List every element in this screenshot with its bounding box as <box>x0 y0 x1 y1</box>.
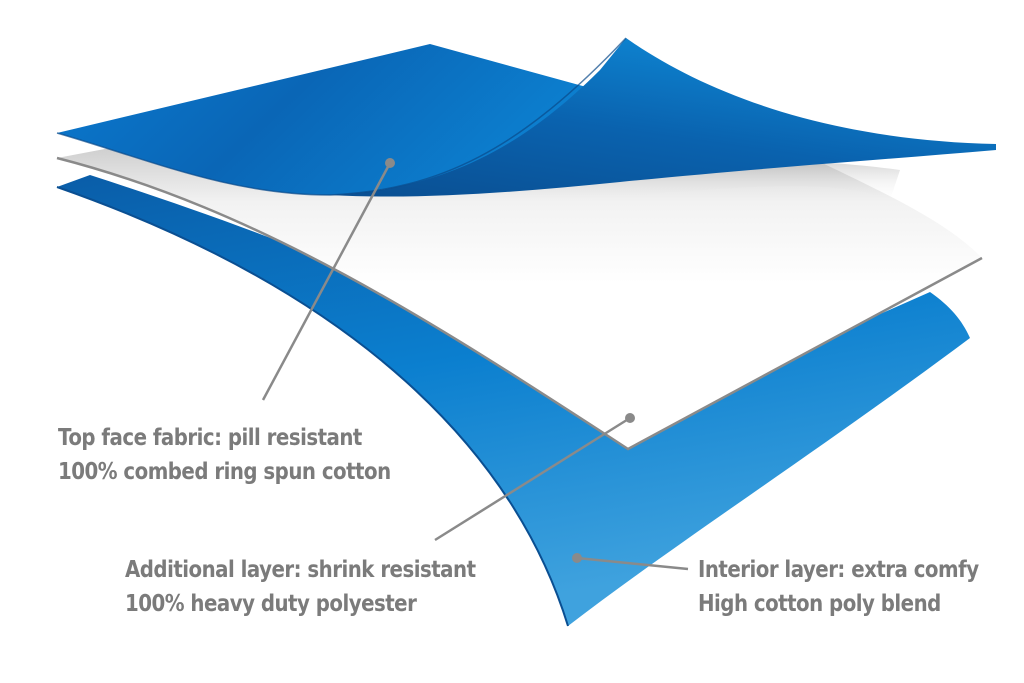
top-face-label-line1: Top face fabric: pill resistant <box>58 425 362 451</box>
additional-layer-label-line2: 100% heavy duty polyester <box>125 591 417 617</box>
top-face-label: Top face fabric: pill resistant 100% com… <box>58 421 391 489</box>
top-face-leader-line <box>261 162 392 401</box>
additional-layer-label-line1: Additional layer: shrink resistant <box>125 557 476 583</box>
additional-layer-label: Additional layer: shrink resistant 100% … <box>125 553 476 621</box>
top-face-edge <box>56 37 627 196</box>
interior-layer-label-line1: Interior layer: extra comfy <box>698 557 979 583</box>
top-face-anchor-dot <box>385 158 395 168</box>
additional-layer-anchor-dot <box>625 413 635 423</box>
interior-layer-label: Interior layer: extra comfy High cotton … <box>698 553 979 621</box>
top-face-label-line2: 100% combed ring spun cotton <box>58 459 391 485</box>
additional-layer-leader-line <box>434 416 631 542</box>
top-face-curl <box>330 38 996 197</box>
interior-layer-label-line2: High cotton poly blend <box>698 591 941 617</box>
additional-layer-edge <box>56 156 983 451</box>
interior-layer-fabric <box>57 175 970 626</box>
interior-layer-anchor-dot <box>572 553 582 563</box>
additional-layer-fabric <box>57 148 982 449</box>
top-face-fabric <box>57 44 590 195</box>
interior-layer-leader-line <box>576 556 689 571</box>
interior-layer-edge <box>56 186 569 627</box>
